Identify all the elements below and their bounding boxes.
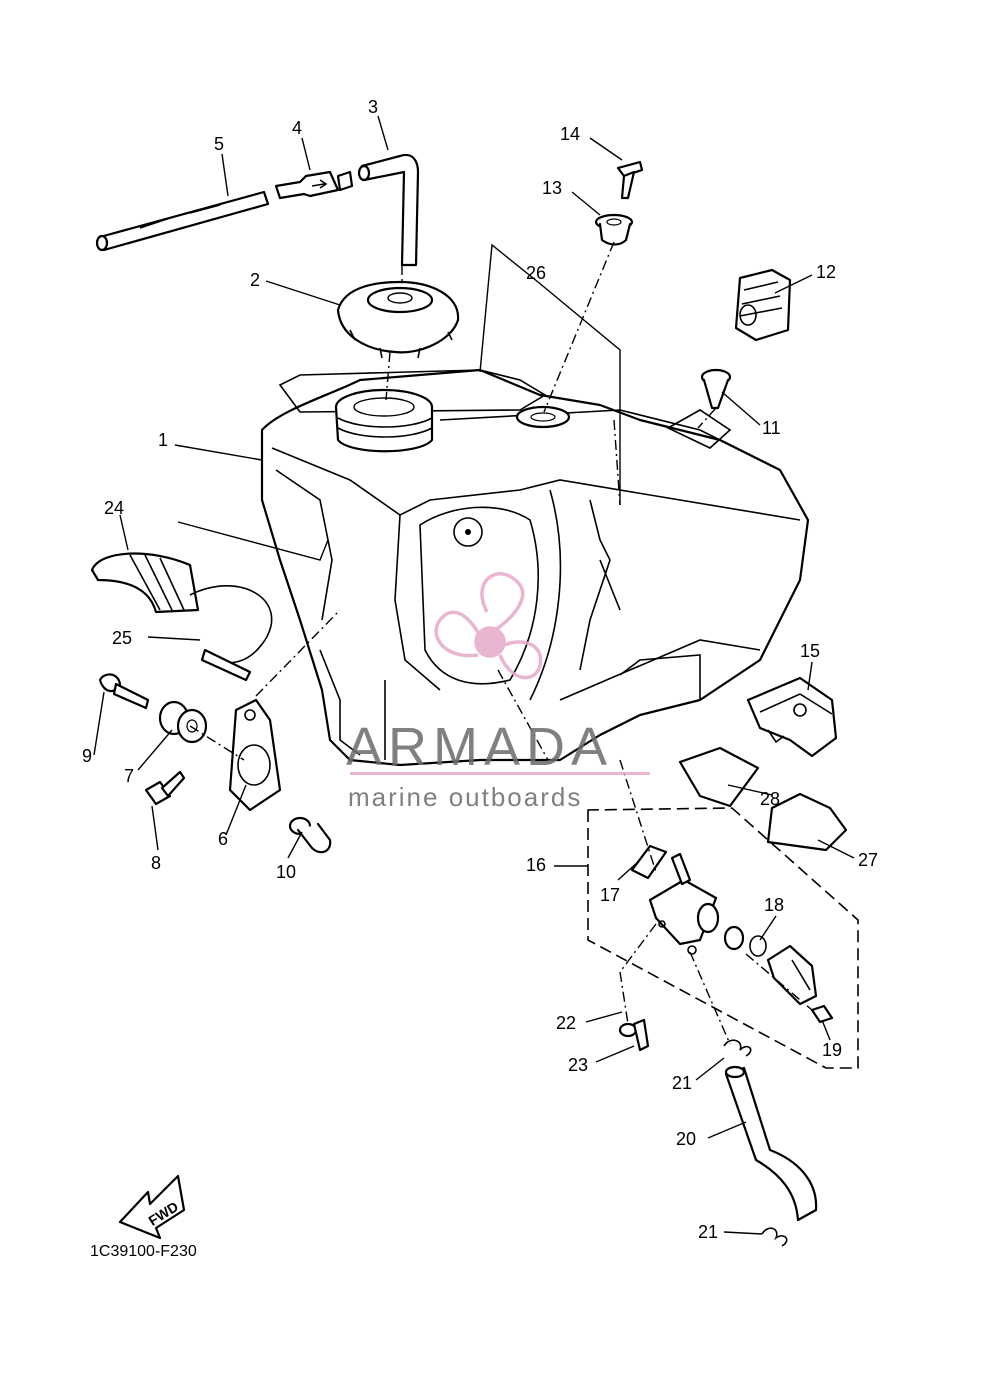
callout-25: 25 bbox=[112, 628, 132, 648]
callout-11: 11 bbox=[762, 418, 781, 438]
watermark: ARMADA marine outboards bbox=[346, 572, 650, 812]
fuel-cock bbox=[630, 844, 818, 1006]
callout-7: 7 bbox=[124, 766, 134, 786]
callout-13: 13 bbox=[542, 178, 562, 198]
callout-26: 26 bbox=[526, 263, 546, 283]
collar-10 bbox=[288, 816, 332, 854]
callout-14: 14 bbox=[560, 124, 580, 144]
bolt-9 bbox=[98, 673, 150, 710]
fuel-cock-box bbox=[587, 807, 859, 1069]
bolt-11 bbox=[700, 368, 732, 410]
callout-9: 9 bbox=[82, 746, 92, 766]
callout-21b: 21 bbox=[698, 1222, 718, 1242]
bolt-8 bbox=[144, 770, 186, 806]
damper-7 bbox=[158, 700, 208, 744]
callout-24: 24 bbox=[104, 498, 124, 518]
fuel-tank bbox=[260, 368, 810, 767]
damper-24 bbox=[90, 552, 200, 614]
gasket-28 bbox=[678, 746, 760, 808]
check-valve bbox=[274, 170, 354, 200]
clip-21b bbox=[761, 1227, 788, 1247]
callout-4: 4 bbox=[292, 118, 302, 138]
callout-20: 20 bbox=[676, 1129, 696, 1149]
fwd-arrow: FWD bbox=[118, 1174, 186, 1240]
watermark-divider bbox=[350, 772, 650, 775]
callout-27: 27 bbox=[858, 850, 878, 870]
callout-3: 3 bbox=[368, 97, 378, 117]
callout-21a: 21 bbox=[672, 1073, 692, 1093]
screw-19 bbox=[810, 1004, 834, 1024]
clip-21a bbox=[723, 1039, 752, 1057]
collar-13 bbox=[594, 213, 634, 246]
callout-12: 12 bbox=[816, 262, 836, 282]
cover-27 bbox=[766, 792, 848, 852]
leader-lines bbox=[93, 115, 855, 1235]
vent-hose bbox=[98, 190, 270, 252]
callout-22: 22 bbox=[556, 1013, 576, 1033]
screw-14 bbox=[616, 160, 644, 200]
callout-28: 28 bbox=[760, 789, 780, 809]
callout-6: 6 bbox=[218, 829, 228, 849]
breather-hose bbox=[360, 153, 420, 267]
stay-6 bbox=[228, 698, 282, 812]
callout-numbers: 1 2 3 4 5 6 7 8 9 10 11 12 13 14 15 16 1… bbox=[82, 97, 878, 1242]
watermark-brand: ARMADA bbox=[346, 717, 613, 777]
callout-15: 15 bbox=[800, 641, 820, 661]
callout-2: 2 bbox=[250, 270, 260, 290]
callout-1: 1 bbox=[158, 430, 168, 450]
band-25 bbox=[189, 585, 273, 682]
fuel-cap bbox=[336, 280, 460, 359]
callout-18: 18 bbox=[764, 895, 784, 915]
assembly-lines bbox=[189, 241, 813, 1045]
clip-12 bbox=[734, 268, 792, 342]
callout-8: 8 bbox=[151, 853, 161, 873]
callout-19: 19 bbox=[822, 1040, 842, 1060]
screw-23 bbox=[632, 1018, 650, 1052]
diagram-code: 1C39100-F230 bbox=[90, 1243, 197, 1260]
callout-23: 23 bbox=[568, 1055, 588, 1075]
watermark-tagline: marine outboards bbox=[348, 782, 582, 812]
callout-5: 5 bbox=[214, 134, 224, 154]
propeller-logo-icon bbox=[434, 572, 543, 680]
callout-10: 10 bbox=[276, 862, 296, 882]
fuel-hose-20 bbox=[724, 1066, 818, 1222]
cover-15 bbox=[746, 676, 838, 758]
callout-16: 16 bbox=[526, 855, 546, 875]
callout-17: 17 bbox=[600, 885, 620, 905]
